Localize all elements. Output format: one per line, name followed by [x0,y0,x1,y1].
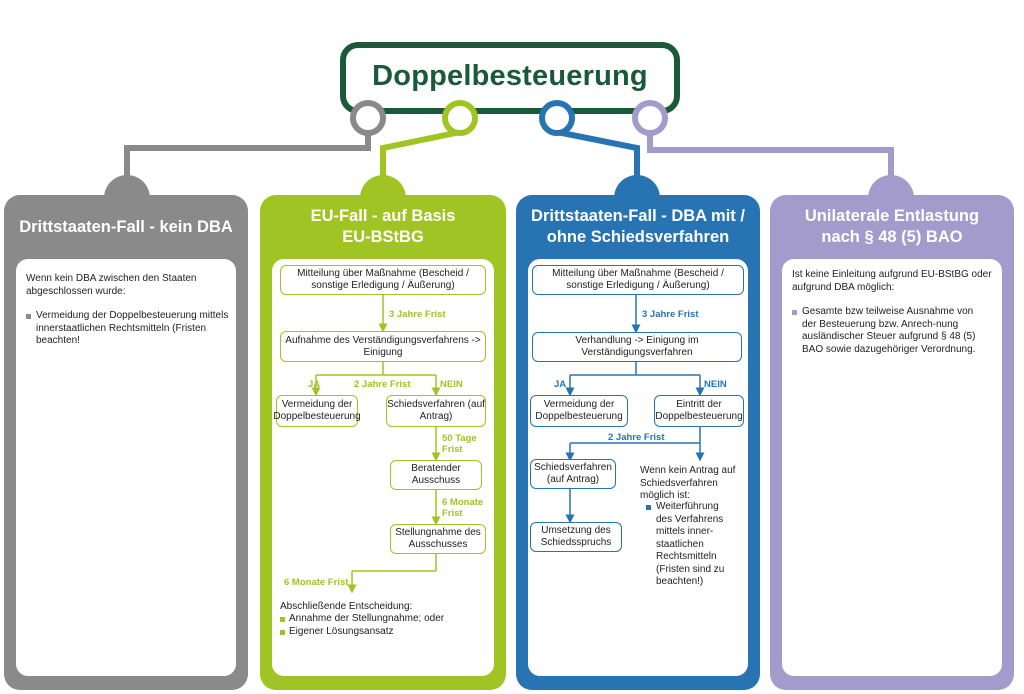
eu-final-bullet2: Eigener Lösungsansatz [289,626,394,637]
column1-intro: Wenn kein DBA zwischen den Staaten abges… [26,273,197,297]
column4-content: Ist keine Einleitung aufgrund EU-BStBG o… [782,259,1002,676]
eu-box-mitteilung: Mitteilung über Maßnahme (Bescheid / son… [280,265,486,295]
dba-box-schiedsverfahren: Schiedsverfahren (auf Antrag) [530,459,616,489]
column3-title-line1: Drittstaaten-Fall - DBA mit / [531,207,745,225]
ring-blue [539,100,575,136]
dba-box-verhandlung: Verhandlung -> Einigung im Verständigung… [532,332,742,362]
dba-box-vermeidung: Vermeidung der Doppelbesteuerung [530,395,628,427]
dba-note-bullet: Weiterführung des Verfahrens mittels inn… [656,501,725,587]
knob-col4 [868,175,914,198]
eu-final-bullet2-marker [280,630,285,635]
column2-flow-lines [311,295,441,594]
eu-label-6-monate-1: 6 Monate Frist [442,497,484,519]
column1-content: Wenn kein DBA zwischen den Staaten abges… [16,259,236,676]
column4-bullet-marker [792,310,797,315]
ring-green [442,100,478,136]
eu-box-schiedsverfahren: Schiedsverfahren (auf Antrag) [386,395,486,427]
eu-label-ja: JA [308,379,321,390]
eu-final-decision: Abschließende Entscheidung: [280,601,413,612]
dba-note-bullet-marker [646,505,651,510]
column2-title-line1: EU-Fall - auf Basis [310,207,456,225]
column1-title: Drittstaaten-Fall - kein DBA [19,217,233,236]
column4-bullet-text: Gesamte bzw teilweise Ausnahme von der B… [802,306,976,355]
column3-flow-lines [565,295,705,524]
knob-col3 [614,175,660,198]
ring-purple [632,100,668,136]
knob-col2 [360,175,406,198]
eu-label-50-tage: 50 Tage Frist [442,433,477,455]
column2-content: Mitteilung über Maßnahme (Bescheid / son… [272,259,494,676]
eu-box-stellungnahme: Stellungnahme des Ausschusses [390,524,486,554]
column1-bullet-text: Vermeidung der Doppelbesteuerung mittels… [36,310,229,346]
dba-box-umsetzung: Umsetzung des Schiedsspruchs [530,522,622,552]
column4-title-line2: nach § 48 (5) BAO [821,228,963,246]
column1-bullet-marker [26,314,31,319]
eu-box-verstaendigung: Aufnahme des Verständigungsverfahrens ->… [280,331,486,362]
dba-label-ja: JA [554,379,567,390]
dba-label-2-jahre: 2 Jahre Frist [608,432,665,443]
eu-label-3-jahre: 3 Jahre Frist [389,309,446,320]
eu-label-2-jahre: 2 Jahre Frist [354,379,411,390]
column2-title-line2: EU-BStBG [342,228,424,246]
eu-label-6-monate-2: 6 Monate Frist [284,577,349,588]
column4-title-line1: Unilaterale Entlastung [804,207,980,225]
dba-note: Wenn kein Antrag auf Schiedsverfahren mö… [640,465,736,501]
eu-final-bullet1: Annahme der Stellungnahme; oder [289,613,445,624]
eu-box-vermeidung: Vermeidung der Doppelbesteuerung [273,395,361,427]
column3-title-line2: ohne Schiedsverfahren [546,228,730,246]
column3-content: Mitteilung über Maßnahme (Bescheid / son… [528,259,748,676]
dba-label-nein: NEIN [704,379,727,390]
eu-label-nein: NEIN [440,379,463,390]
title-box: Doppelbesteuerung [340,42,680,114]
ring-gray [350,100,386,136]
column-drittstaaten-dba: Drittstaaten-Fall - DBA mit / ohne Schied… [516,195,760,690]
eu-final-bullet1-marker [280,617,285,622]
eu-box-beratender-ausschuss: Beratender Ausschuss [390,460,482,490]
dba-box-eintritt: Eintritt der Doppelbesteuerung [654,395,744,427]
column4-intro: Ist keine Einleitung aufgrund EU-BStBG o… [792,269,992,293]
knob-col1 [104,175,150,198]
column4-title: Unilaterale Entlastung nach § 48 (5) BAO [770,195,1014,259]
column-drittstaaten-kein-dba: Drittstaaten-Fall - kein DBA Wenn kein D… [4,195,248,690]
page-title: Doppelbesteuerung [372,60,648,92]
dba-label-3-jahre: 3 Jahre Frist [642,309,699,320]
column3-title: Drittstaaten-Fall - DBA mit / ohne Schied… [516,195,760,259]
dba-box-mitteilung: Mitteilung über Maßnahme (Bescheid / son… [532,265,744,295]
